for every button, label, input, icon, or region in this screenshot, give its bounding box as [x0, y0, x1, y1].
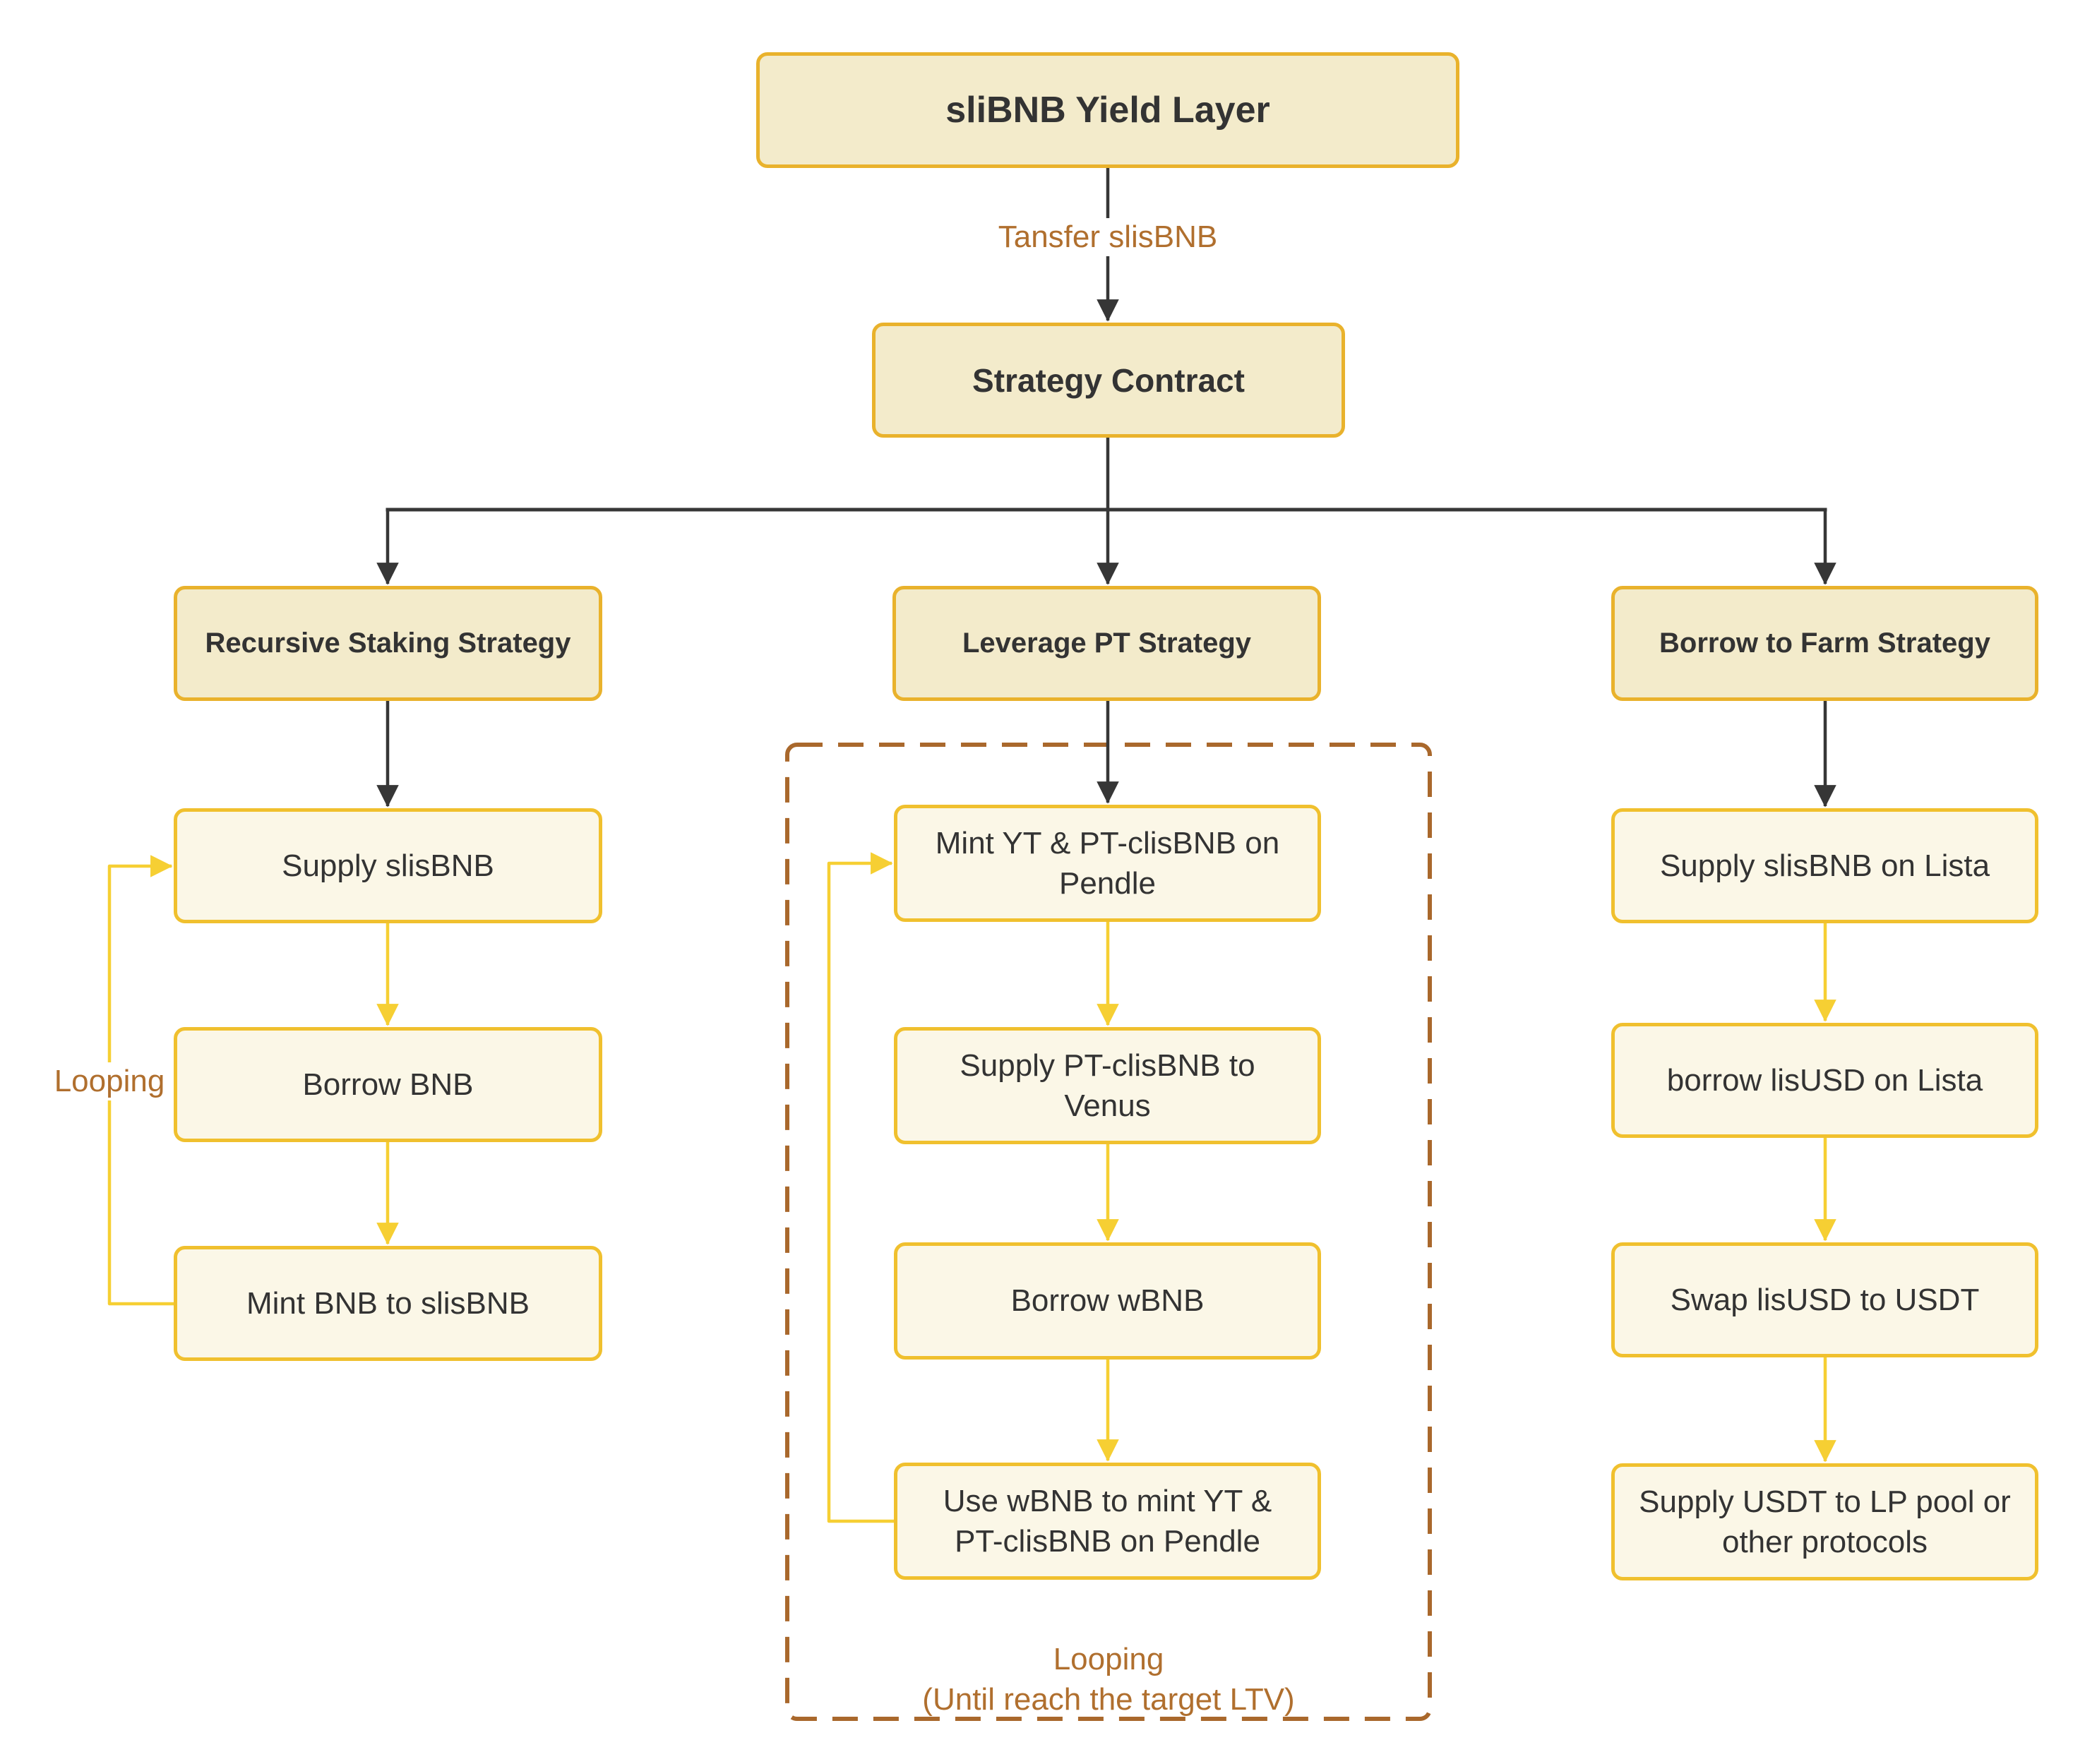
node-supply-slisbnb-lista: Supply slisBNB on Lista	[1611, 808, 2038, 923]
edge-label-left-looping: Looping	[45, 1062, 174, 1100]
node-borrow-bnb: Borrow BNB	[174, 1027, 602, 1142]
node-borrow-wbnb: Borrow wBNB	[894, 1242, 1321, 1360]
node-supply-slisbnb: Supply slisBNB	[174, 808, 602, 923]
node-yield-layer: sliBNB Yield Layer	[756, 52, 1459, 168]
node-recursive-staking-header: Recursive Staking Strategy	[174, 586, 602, 701]
looping-caption-line1: Looping	[1053, 1642, 1164, 1676]
looping-group-caption: Looping (Until reach the target LTV)	[922, 1639, 1294, 1720]
node-borrow-to-farm-header: Borrow to Farm Strategy	[1611, 586, 2038, 701]
node-supply-usdt-lp: Supply USDT to LP pool or other protocol…	[1611, 1463, 2038, 1580]
node-strategy-contract: Strategy Contract	[872, 323, 1345, 438]
node-borrow-lisusd-lista: borrow lisUSD on Lista	[1611, 1023, 2038, 1138]
edge-center-loop	[827, 852, 894, 1523]
node-mint-bnb-to-slisbnb: Mint BNB to slisBNB	[174, 1246, 602, 1361]
node-use-wbnb-mint: Use wBNB to mint YT & PT-clisBNB on Pend…	[894, 1463, 1321, 1580]
node-leverage-pt-header: Leverage PT Strategy	[892, 586, 1321, 701]
node-mint-yt-pt: Mint YT & PT-clisBNB on Pendle	[894, 805, 1321, 922]
node-swap-lisusd-usdt: Swap lisUSD to USDT	[1611, 1242, 2038, 1357]
looping-caption-line2: (Until reach the target LTV)	[922, 1682, 1295, 1717]
edge-label-transfer-slisbnb: Tansfer slisBNB	[989, 218, 1226, 256]
node-supply-pt-venus: Supply PT-clisBNB to Venus	[894, 1027, 1321, 1144]
